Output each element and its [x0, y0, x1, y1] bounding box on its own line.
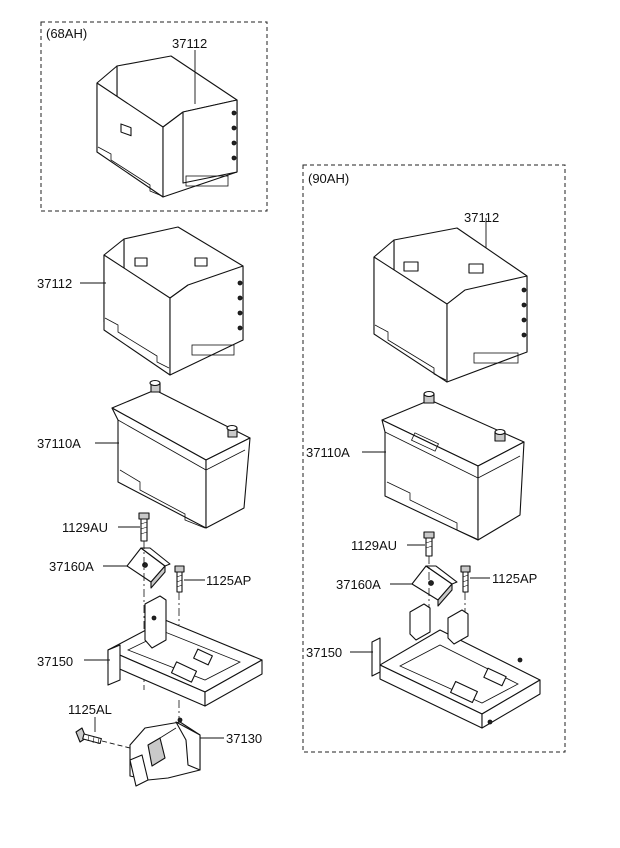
battery-icon — [381, 390, 525, 541]
part-label-bolt-1129au-90ah: 1129AU — [351, 538, 397, 553]
bolt-icon — [423, 531, 435, 557]
part-label-cover: 37112 — [37, 276, 72, 291]
battery-tray-icon — [371, 603, 541, 729]
part-label-bolt-1125al: 1125AL — [68, 702, 112, 717]
battery-clamp-icon — [126, 547, 171, 589]
battery-clamp-icon — [411, 565, 458, 607]
part-label-cover-68ah: 37112 — [172, 36, 207, 51]
battery-icon — [111, 379, 251, 529]
bolt-icon — [460, 565, 471, 593]
part-label-bolt-1129au: 1129AU — [62, 520, 108, 535]
part-label-clamp-90ah: 37160A — [336, 577, 381, 592]
group-68ah: (68AH) 37112 — [40, 21, 268, 212]
part-label-tray-90ah: 37150 — [306, 645, 342, 660]
bolt-icon — [174, 565, 185, 593]
variant-label-68ah: (68AH) — [46, 26, 87, 41]
bolt-icon — [75, 727, 102, 745]
battery-cover-icon — [373, 227, 528, 383]
part-label-clamp: 37160A — [49, 559, 94, 574]
group-90ah: (90AH) — [302, 164, 566, 753]
battery-cover-icon — [103, 226, 244, 376]
part-label-battery-90ah: 37110A — [306, 445, 350, 460]
part-label-bracket: 37130 — [226, 731, 262, 746]
part-label-bolt-1125ap: 1125AP — [206, 573, 251, 588]
bolt-icon — [138, 512, 150, 542]
battery-cover-icon — [96, 55, 238, 198]
variant-label-90ah: (90AH) — [308, 171, 349, 186]
battery-tray-icon — [107, 595, 263, 707]
part-label-bolt-1125ap-90ah: 1125AP — [492, 571, 537, 586]
part-label-cover-90ah: 37112 — [464, 210, 499, 225]
tray-bracket-icon — [129, 717, 201, 787]
part-label-battery: 37110A — [37, 436, 81, 451]
part-label-tray: 37150 — [37, 654, 73, 669]
